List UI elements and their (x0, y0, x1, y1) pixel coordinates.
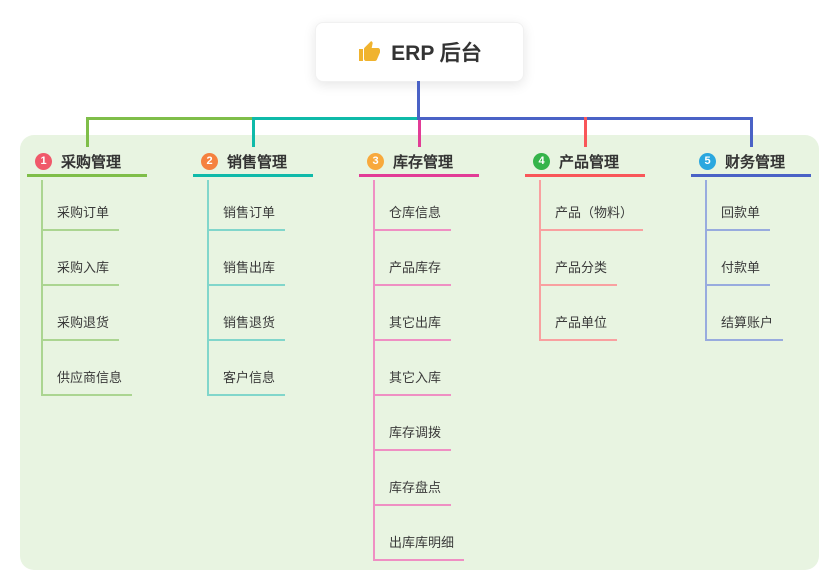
branch-number-badge: 5 (699, 153, 716, 170)
branch-drop-line (85, 117, 89, 147)
connector-line (86, 117, 253, 120)
branch-spine-line (539, 180, 541, 341)
branch-drop-line (583, 117, 587, 147)
child-item[interactable]: 产品库存 (373, 258, 452, 286)
branch-header[interactable]: 1 采购管理 (27, 149, 147, 177)
branch-number-badge: 4 (533, 153, 550, 170)
child-item[interactable]: 回款单 (705, 203, 771, 231)
branch-label: 采购管理 (61, 154, 122, 171)
child-item[interactable]: 采购订单 (41, 203, 120, 231)
branch-drop-line (417, 120, 421, 147)
child-item[interactable]: 产品（物料） (539, 203, 644, 231)
branch-drop-line (749, 117, 753, 147)
child-item[interactable]: 其它出库 (373, 313, 452, 341)
branch-header[interactable]: 2 销售管理 (193, 149, 313, 177)
child-item[interactable]: 产品分类 (539, 258, 618, 286)
child-item[interactable]: 出库库明细 (373, 533, 465, 561)
branch-header[interactable]: 3 库存管理 (359, 149, 479, 177)
root-title: ERP 后台 (391, 42, 482, 65)
child-item[interactable]: 其它入库 (373, 368, 452, 396)
branch-spine-line (41, 180, 43, 396)
branch-header[interactable]: 5 财务管理 (691, 149, 811, 177)
child-item[interactable]: 销售退货 (207, 313, 286, 341)
branch-label: 产品管理 (559, 154, 620, 171)
branch-label: 财务管理 (725, 154, 786, 171)
branch-label: 销售管理 (227, 154, 288, 171)
branch-label: 库存管理 (393, 154, 454, 171)
branch-number-badge: 2 (201, 153, 218, 170)
branch-number-badge: 1 (35, 153, 52, 170)
child-item[interactable]: 供应商信息 (41, 368, 133, 396)
child-item[interactable]: 付款单 (705, 258, 771, 286)
child-item[interactable]: 仓库信息 (373, 203, 452, 231)
branch-spine-line (207, 180, 209, 396)
root-node[interactable]: ERP 后台 (315, 22, 524, 82)
child-item[interactable]: 销售订单 (207, 203, 286, 231)
child-item[interactable]: 客户信息 (207, 368, 286, 396)
child-item[interactable]: 库存调拨 (373, 423, 452, 451)
branch-spine-line (705, 180, 707, 341)
connector-line (252, 117, 419, 120)
branch-number-badge: 3 (367, 153, 384, 170)
child-item[interactable]: 结算账户 (705, 313, 784, 341)
child-item[interactable]: 采购退货 (41, 313, 120, 341)
child-item[interactable]: 库存盘点 (373, 478, 452, 506)
branch-drop-line (251, 117, 255, 147)
thumbs-up-icon (357, 40, 381, 64)
branch-spine-line (373, 180, 375, 561)
child-item[interactable]: 产品单位 (539, 313, 618, 341)
child-item[interactable]: 销售出库 (207, 258, 286, 286)
root-connector-line (417, 81, 420, 120)
child-item[interactable]: 采购入库 (41, 258, 120, 286)
branches-panel (20, 135, 819, 570)
branch-header[interactable]: 4 产品管理 (525, 149, 645, 177)
